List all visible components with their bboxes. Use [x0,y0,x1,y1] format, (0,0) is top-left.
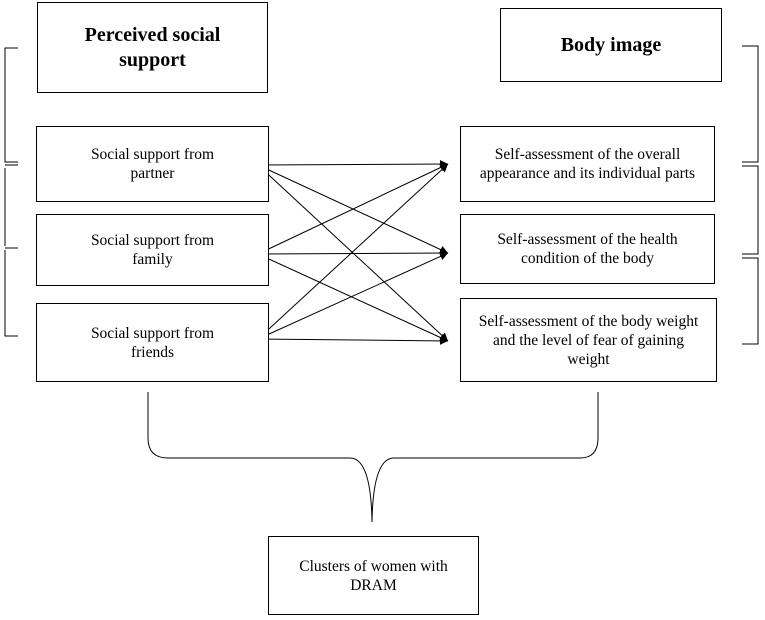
self-assessment-appearance-label: Self-assessment of the overall appearanc… [479,146,696,182]
social-support-family-label: Social support from family [90,232,215,268]
left-bracket-header [4,47,18,163]
association-arrow-2-1 [257,163,449,255]
body-image-header: Body image [500,8,722,82]
right-bracket-header [742,45,759,163]
social-support-partner-box: Social support from partner [36,126,269,202]
self-assessment-appearance-box: Self-assessment of the overall appearanc… [460,126,715,202]
association-arrow-3-3 [257,335,449,345]
perceived-social-support-header: Perceived social support [37,2,268,93]
clusters-box: Clusters of women with DRAM [268,536,479,615]
association-arrow-2-3 [257,253,449,342]
social-support-partner-label: Social support from partner [90,146,215,182]
body-image-title: Body image [560,33,662,56]
bottom-brace [147,392,599,523]
self-assessment-health-box: Self-assessment of the health condition … [460,214,715,284]
association-arrow-1-1 [257,160,449,169]
social-support-friends-box: Social support from friends [36,303,269,382]
social-support-friends-label: Social support from friends [90,324,215,361]
self-assessment-weight-label: Self-assessment of the body weight and t… [478,312,699,368]
association-arrow-3-1 [257,163,449,340]
social-support-family-box: Social support from family [36,214,269,286]
self-assessment-health-label: Self-assessment of the health condition … [497,231,678,267]
right-bracket-appearance [742,165,759,255]
perceived-social-support-title: Perceived social support [84,23,221,71]
association-arrow-2-2 [257,249,449,258]
clusters-label: Clusters of women with DRAM [299,557,448,594]
right-bracket-health [742,257,759,345]
self-assessment-weight-box: Self-assessment of the body weight and t… [460,298,717,382]
association-arrow-3-2 [257,252,449,340]
left-bracket-family [4,250,18,337]
association-arrows [257,160,449,345]
